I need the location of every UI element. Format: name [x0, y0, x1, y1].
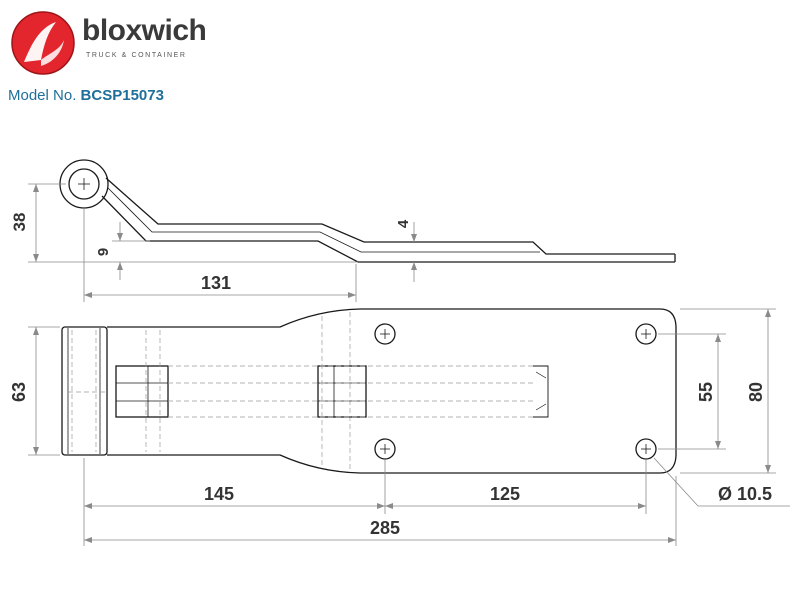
- hole-top-right: [635, 323, 657, 345]
- dim-hole-leader: [653, 457, 790, 507]
- hole-top-left: [374, 323, 396, 345]
- model-line: Model No. BCSP15073: [8, 87, 164, 104]
- side-knuckle-inner: [68, 168, 100, 200]
- dim-hole-label: Ø 10.5: [718, 484, 772, 504]
- plan-hidden-lines: [68, 312, 533, 470]
- plan-slot-left: [115, 365, 169, 418]
- model-label: Model No.: [8, 87, 77, 104]
- side-dimensions: [28, 183, 417, 302]
- brand-subtitle: TRUCK & CONTAINER: [86, 52, 187, 59]
- mounting-holes: [374, 323, 657, 460]
- side-view: [59, 159, 676, 263]
- dim-145-label: 145: [204, 484, 234, 504]
- header: bloxwich TRUCK & CONTAINER Model No. BCS…: [0, 0, 800, 110]
- side-strap-top: [105, 177, 675, 255]
- dim-131-label: 131: [201, 273, 231, 293]
- dim-63-label: 63: [9, 382, 29, 402]
- plan-slot-mid: [317, 365, 367, 418]
- plan-dimensions: [28, 308, 790, 546]
- brand-name: bloxwich: [82, 14, 207, 47]
- model-number: BCSP15073: [80, 87, 164, 104]
- dim-38-label: 38: [10, 213, 29, 232]
- side-strap-inner: [107, 187, 540, 253]
- dim-55-label: 55: [696, 382, 716, 402]
- plan-knuckle: [61, 326, 108, 456]
- side-strap-bottom: [101, 195, 675, 263]
- bloxwich-logo-icon: [11, 11, 75, 75]
- dim-80-label: 80: [746, 382, 766, 402]
- plan-view: [61, 308, 677, 474]
- hole-crosshairs: [380, 329, 651, 454]
- plan-latch-end-detail: [535, 371, 547, 411]
- hole-bottom-left: [374, 438, 396, 460]
- dim-125-label: 125: [490, 484, 520, 504]
- dim-9-label: 9: [95, 248, 112, 256]
- dim-4-label: 4: [395, 219, 412, 228]
- dim-285-label: 285: [370, 518, 400, 538]
- plan-plate-outline: [107, 308, 677, 474]
- plan-latch-end: [533, 365, 549, 418]
- hole-bottom-right: [635, 438, 657, 460]
